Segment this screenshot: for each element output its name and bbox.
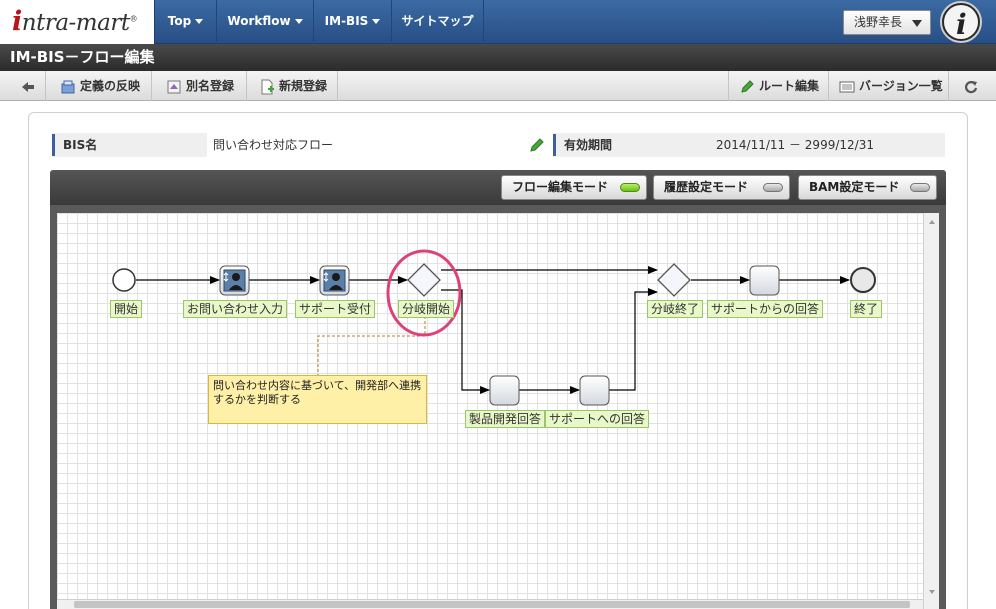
menu-sitemap[interactable]: サイトマップ: [392, 0, 484, 44]
menu-im-bis-label: IM-BIS: [324, 14, 369, 28]
new-register-button[interactable]: 新規登録: [247, 71, 338, 101]
node-label-branch-start[interactable]: 分岐開始: [398, 300, 455, 318]
edit-pencil-icon[interactable]: [529, 137, 545, 153]
annotation-note[interactable]: 問い合わせ内容に基づいて、開発部へ連携するかを判断する: [208, 375, 427, 424]
chevron-down-icon: [294, 19, 303, 24]
alias-icon: [167, 80, 181, 93]
node-label-support-answer[interactable]: サポートへの回答: [545, 410, 650, 428]
new-document-icon: [261, 79, 274, 94]
apply-definition-button[interactable]: 定義の反映: [46, 71, 152, 101]
chevron-down-icon: [912, 20, 922, 27]
end-event-node[interactable]: [850, 267, 876, 293]
apply-label: 定義の反映: [80, 79, 141, 93]
task-node-support-answer[interactable]: [579, 375, 610, 406]
task-node-inquiry-input[interactable]: [219, 265, 250, 296]
node-label-branch-end[interactable]: 分岐終了: [647, 300, 704, 318]
node-label-support-reception[interactable]: サポート受付: [295, 300, 376, 318]
active-indicator-icon: [620, 183, 640, 192]
route-label: ルート編集: [759, 79, 820, 93]
route-edit-button[interactable]: ルート編集: [728, 71, 828, 101]
alias-register-button[interactable]: 別名登録: [152, 71, 247, 101]
page-title: IM-BIS－フロー編集: [0, 44, 996, 71]
menu-workflow[interactable]: Workflow: [217, 0, 314, 44]
menu-sitemap-label: サイトマップ: [401, 14, 474, 28]
chevron-down-icon: [372, 19, 381, 24]
branch-start-gateway[interactable]: [407, 263, 441, 297]
period-label: 有効期間: [553, 134, 708, 156]
flow-edit-mode-button[interactable]: フロー編集モード: [501, 175, 647, 200]
highlight-circle: [386, 249, 462, 337]
node-label-inquiry-input[interactable]: お問い合わせ入力: [183, 300, 288, 318]
bis-name-value-cell: 問い合わせ対応フロー: [207, 133, 551, 157]
user-name: 浅野幸長: [854, 15, 903, 29]
vertical-scrollbar[interactable]: [923, 213, 939, 609]
edge-support-answer-to-merge: [609, 288, 658, 391]
new-label: 新規登録: [279, 79, 328, 93]
refresh-button[interactable]: [948, 71, 996, 101]
bis-name-value: 問い合わせ対応フロー: [213, 138, 334, 152]
history-mode-button[interactable]: 履歴設定モード: [653, 175, 790, 200]
node-label-end[interactable]: 終了: [850, 300, 883, 318]
bam-mode-label: BAM設定モード: [809, 180, 900, 194]
menu-im-bis[interactable]: IM-BIS: [314, 0, 392, 44]
flow-edges: [136, 266, 850, 394]
user-avatar-icon[interactable]: i: [937, 0, 985, 44]
period-value-cell: 2014/11/11 － 2999/12/31: [708, 133, 945, 157]
menu-top-label: Top: [167, 14, 192, 28]
version-label: バージョン一覧: [859, 79, 943, 93]
user-menu[interactable]: 浅野幸長: [843, 10, 931, 35]
global-header: intra-mart® Top Workflow IM-BIS サイトマップ 浅…: [0, 0, 996, 44]
horizontal-scroll-thumb[interactable]: [74, 601, 910, 608]
flow-editor-header: フロー編集モード 履歴設定モード BAM設定モード: [50, 170, 946, 205]
version-list-button[interactable]: バージョン一覧: [828, 71, 948, 101]
logo-reg: ®: [129, 14, 138, 24]
inactive-indicator-icon: [910, 183, 930, 192]
node-label-start[interactable]: 開始: [110, 300, 143, 318]
edge-branch-to-dev: [441, 289, 490, 394]
node-label-support-reply[interactable]: サポートからの回答: [707, 300, 824, 318]
toolbar: 定義の反映 別名登録 新規登録 ルート編集 バージョン一覧: [0, 71, 996, 101]
start-event-node[interactable]: [112, 268, 136, 292]
scroll-down-icon[interactable]: [924, 587, 940, 597]
period-value: 2014/11/11 － 2999/12/31: [716, 138, 874, 152]
scroll-up-icon[interactable]: [924, 217, 940, 227]
inactive-indicator-icon: [763, 183, 783, 192]
menu-workflow-label: Workflow: [227, 14, 291, 28]
intra-mart-logo[interactable]: intra-mart®: [0, 0, 155, 44]
apply-icon: [61, 80, 75, 93]
refresh-icon: [964, 80, 978, 93]
arrow-left-icon: [22, 81, 34, 92]
bis-name-label: BIS名: [52, 134, 207, 156]
bis-name-label-cell: BIS名: [52, 133, 207, 157]
flow-edit-mode-label: フロー編集モード: [512, 180, 609, 194]
pencil-icon: [741, 79, 754, 93]
alias-label: 別名登録: [186, 79, 235, 93]
chevron-down-icon: [195, 19, 204, 24]
branch-end-gateway[interactable]: [657, 263, 691, 297]
list-icon: [839, 81, 855, 92]
logo-text: ntra-mart: [21, 10, 130, 36]
node-label-product-dev[interactable]: 製品開発回答: [465, 410, 546, 428]
bam-mode-button[interactable]: BAM設定モード: [798, 175, 937, 200]
task-node-support-reply[interactable]: [749, 265, 780, 296]
note-connector: [317, 316, 426, 375]
history-mode-label: 履歴設定モード: [664, 180, 749, 194]
svg-text:i: i: [956, 8, 967, 41]
task-node-product-dev[interactable]: [489, 375, 520, 406]
period-label-cell: 有効期間: [553, 133, 708, 157]
back-button[interactable]: [0, 71, 46, 101]
task-node-support-reception[interactable]: [319, 265, 350, 296]
logo-mark: i: [12, 6, 22, 37]
menu-top[interactable]: Top: [155, 0, 217, 44]
